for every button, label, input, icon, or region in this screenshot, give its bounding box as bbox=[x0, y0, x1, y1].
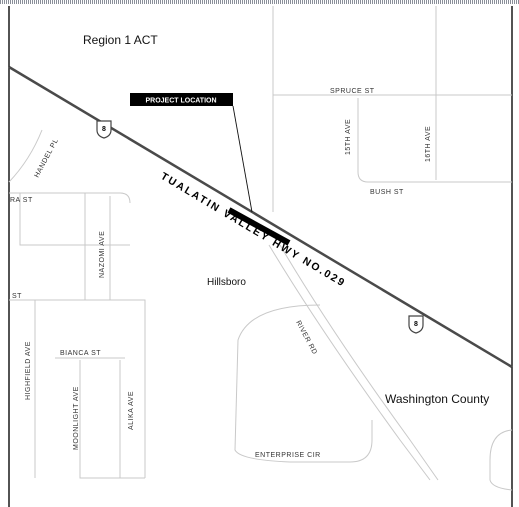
street-label-river: RIVER RD bbox=[294, 320, 318, 356]
street-label-spruce: SPRUCE ST bbox=[330, 88, 375, 95]
street-label-nazomi: NAZOMI AVE bbox=[99, 231, 106, 278]
street-label-moonlight: MOONLIGHT AVE bbox=[73, 386, 80, 450]
street-label-st: ST bbox=[12, 293, 22, 300]
callout-leader bbox=[232, 105, 253, 213]
street-label-15th: 15TH AVE bbox=[345, 119, 352, 155]
project-location-box bbox=[130, 93, 233, 106]
region-label: Region 1 ACT bbox=[83, 33, 158, 47]
route-shield-east-number: 8 bbox=[414, 321, 418, 328]
street-label-enterprise: ENTERPRISE CIR bbox=[255, 452, 321, 459]
street-15th-bush-line bbox=[357, 98, 512, 183]
highway-label: TUALATIN VALLEY HWY NO.029 bbox=[158, 170, 347, 290]
route-shield-west: 8 bbox=[96, 120, 112, 139]
street-label-ra: RA ST bbox=[10, 197, 33, 204]
shield-icon bbox=[408, 315, 424, 334]
street-st-line bbox=[9, 299, 146, 478]
highway-line bbox=[8, 65, 513, 369]
street-label-bianca: BIANCA ST bbox=[60, 350, 101, 357]
street-label-alika: ALIKA AVE bbox=[128, 391, 135, 430]
route-shield-west-number: 8 bbox=[102, 126, 106, 133]
street-handel-line bbox=[8, 129, 43, 183]
project-location-label: PROJECT LOCATION bbox=[145, 98, 216, 105]
street-east-shape bbox=[489, 429, 513, 491]
street-river-line-a bbox=[268, 244, 431, 481]
street-label-highfield: HIGHFIELD AVE bbox=[25, 341, 32, 400]
street-river-line-b bbox=[279, 244, 439, 481]
street-network bbox=[8, 6, 513, 491]
street-label-bush: BUSH ST bbox=[370, 189, 404, 196]
shield-icon bbox=[96, 120, 112, 139]
project-segment bbox=[227, 207, 291, 246]
street-ra-line bbox=[9, 192, 131, 204]
city-label: Hillsboro bbox=[207, 277, 246, 288]
street-label-16th: 16TH AVE bbox=[425, 126, 432, 162]
street-label-handel: HANDEL PL bbox=[34, 138, 60, 179]
street-enterprise-line bbox=[234, 304, 373, 463]
county-label: Washington County bbox=[385, 392, 489, 406]
street-moonlight-line bbox=[79, 360, 145, 479]
project-location-callout: PROJECT LOCATION bbox=[130, 93, 233, 106]
route-shield-east: 8 bbox=[408, 315, 424, 334]
street-west-block-a bbox=[19, 193, 130, 246]
